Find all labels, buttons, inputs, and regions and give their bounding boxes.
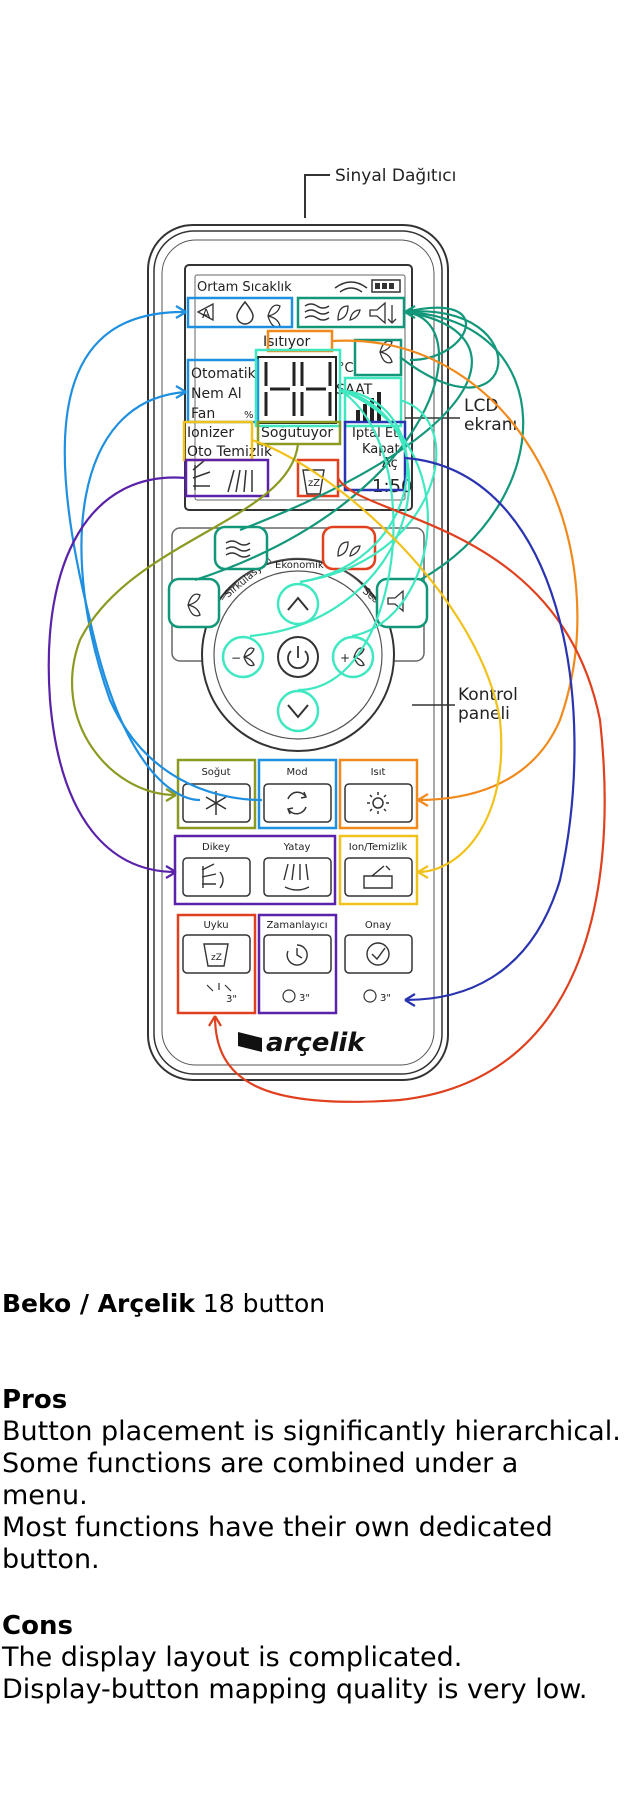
- lcd-deg: °C: [338, 361, 354, 376]
- pros-line-1: Button placement is significantly hierar…: [2, 1416, 621, 1447]
- ion-label: Ion/Temizlik: [349, 842, 408, 853]
- svg-text:1:50: 1:50: [372, 476, 412, 497]
- connector-lines: [47, 305, 606, 1103]
- wifi-icon: [334, 281, 368, 289]
- nav-arc-mid: Ekonomik: [275, 560, 324, 571]
- svg-text:zZ: zZ: [308, 478, 320, 489]
- button-grid: Soğut Mod Isıt Dikey Yatay Ion/Temizlik …: [173, 758, 419, 1015]
- lcd-auto: Otomatik: [191, 366, 257, 382]
- swing-horizontal-icon: [283, 863, 310, 891]
- logo-text: arçelik: [266, 1028, 366, 1058]
- svg-text:A: A: [202, 307, 211, 321]
- sleep-sub: 3": [226, 994, 237, 1005]
- sleep-sub-icon: [206, 983, 232, 992]
- up-button[interactable]: [276, 582, 320, 626]
- wind-icon: [304, 303, 330, 321]
- eco-leaf-icon: [337, 305, 361, 321]
- mode-label: Mod: [286, 767, 307, 778]
- lcd-autoclean: Oto Temizlik: [187, 444, 273, 460]
- power-icon: [287, 646, 309, 670]
- check-icon: [366, 942, 390, 966]
- snowflake-icon: [205, 791, 227, 815]
- swing-horizontal-icon: [227, 469, 253, 493]
- lcd-callout-label-2: ekranı: [464, 415, 517, 435]
- cons-line-1: The display layout is complicated.: [2, 1642, 463, 1673]
- signal-callout: Sinyal Dağıtıcı: [304, 166, 456, 218]
- lcd-heating: Isıtıyor: [263, 334, 311, 350]
- panel-callout-label-2: paneli: [458, 704, 510, 724]
- sun-icon: [367, 792, 389, 814]
- droplet-icon: [236, 300, 254, 325]
- cool-label: Soğut: [201, 766, 230, 778]
- swing-vertical-icon: [192, 459, 211, 490]
- lcd-callout-label-1: LCD: [464, 396, 498, 416]
- lcd-cooling: Soğutuyor: [261, 425, 333, 441]
- fan-icon: [353, 647, 365, 667]
- sleep-label: Uyku: [203, 920, 228, 931]
- vertical-label: Dikey: [202, 842, 230, 853]
- speaker-icon: [369, 301, 386, 325]
- pros-line-5: button.: [2, 1544, 100, 1575]
- fan-minus-button[interactable]: [221, 635, 265, 679]
- cons-section: Cons The display layout is complicated. …: [2, 1610, 628, 1706]
- vertical-swing-button[interactable]: [182, 857, 251, 897]
- lcd-percent: %: [244, 410, 254, 421]
- caption-brand: Beko / Arçelik: [2, 1289, 195, 1318]
- horizontal-swing-button[interactable]: [263, 857, 332, 897]
- mode-button[interactable]: [263, 783, 332, 823]
- chevron-up-icon: [287, 596, 309, 611]
- svg-text:+: +: [340, 651, 350, 665]
- panel-callout-label-1: Kontrol: [458, 685, 518, 705]
- sleep-button[interactable]: [182, 934, 251, 974]
- cons-line-2: Display-button mapping quality is very l…: [2, 1674, 588, 1705]
- horizontal-label: Yatay: [283, 842, 311, 853]
- pros-line-4: Most functions have their own dedicated: [2, 1512, 553, 1543]
- cons-title: Cons: [2, 1611, 73, 1641]
- wind-icon: [225, 540, 251, 558]
- lcd-ambient: Ortam Sıcaklık: [197, 280, 292, 295]
- lcd-ionizer: Ionizer: [187, 425, 234, 441]
- confirm-label: Onay: [365, 920, 391, 931]
- heat-button[interactable]: [344, 783, 413, 823]
- timer-sub: 3": [299, 993, 310, 1004]
- svg-text:−: −: [231, 651, 241, 665]
- swing-vertical-icon: [201, 863, 224, 889]
- caption-count: 18 button: [202, 1289, 326, 1318]
- signal-label: Sinyal Dağıtıcı: [335, 166, 456, 186]
- heat-label: Isıt: [371, 767, 386, 778]
- svg-text:zZ: zZ: [211, 953, 222, 963]
- eco-leaf-icon: [337, 541, 361, 557]
- pros-title: Pros: [2, 1385, 68, 1415]
- lcd-callout: LCD ekranı: [405, 396, 517, 435]
- lcd-fan: Fan: [191, 406, 215, 422]
- eco-button[interactable]: [321, 525, 377, 571]
- lcd-top-right-icons: [304, 301, 397, 325]
- clean-icon: [363, 865, 393, 889]
- pros-line-3: menu.: [2, 1480, 88, 1511]
- lcd-dry: Nem Al: [191, 386, 242, 402]
- down-button[interactable]: [276, 689, 320, 733]
- chevron-down-icon: [287, 704, 309, 719]
- brand-logo: arçelik: [238, 1028, 366, 1058]
- remote-diagram: Sinyal Dağıtıcı Ortam Sıcaklık A Isıt: [47, 166, 606, 1103]
- timer-label: Zamanlayıcı: [266, 920, 327, 931]
- cycle-icon: [286, 791, 308, 815]
- sleep-icon: [203, 943, 229, 967]
- wind-button[interactable]: [213, 525, 269, 571]
- confirm-sub: 3": [380, 993, 391, 1004]
- fan-plus-button[interactable]: [331, 635, 375, 679]
- pros-section: Pros Button placement is significantly h…: [2, 1384, 628, 1576]
- speaker-icon: [387, 589, 404, 613]
- pros-line-2: Some functions are combined under a: [2, 1448, 519, 1479]
- confirm-button[interactable]: [344, 934, 413, 974]
- fan-icon: [187, 593, 201, 617]
- fan-icon: [243, 647, 255, 667]
- ion-clean-button[interactable]: [344, 857, 413, 897]
- lcd-fan-bars: [356, 392, 381, 422]
- battery-icon: [371, 279, 401, 293]
- timer-icon: [286, 944, 308, 966]
- sleep-icon: [302, 469, 325, 495]
